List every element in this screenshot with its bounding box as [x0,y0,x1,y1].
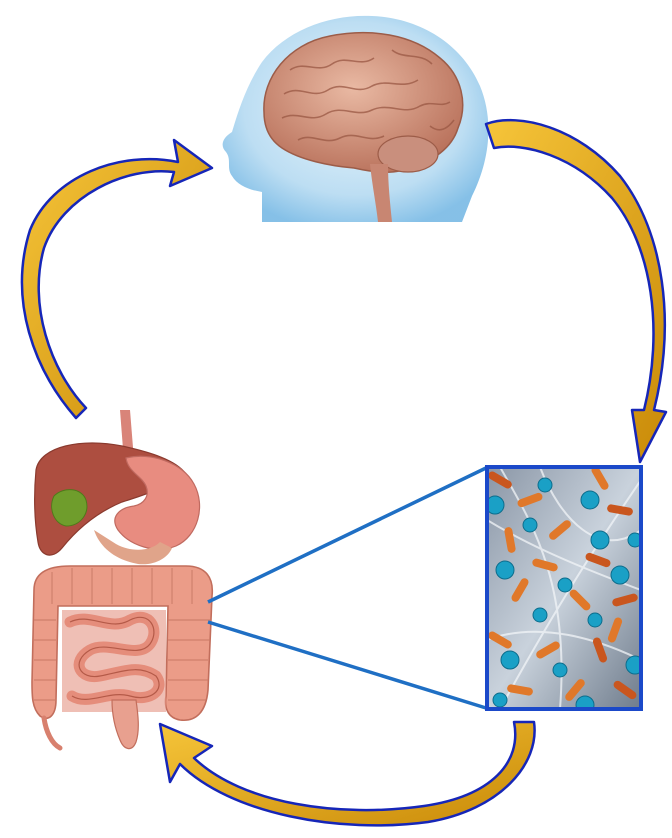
bacterium-coccus [558,578,572,592]
rectum [112,700,138,749]
bacterium-coccus [611,566,629,584]
brain-head-icon [223,16,489,222]
bacterium-coccus [581,491,599,509]
bacterium-coccus [493,693,507,707]
arrow-gut-to-brain [22,140,212,418]
bacterium-coccus [533,608,547,622]
connector-line-bottom [208,622,486,708]
bacterium-coccus [538,478,552,492]
bacterium-coccus [591,531,609,549]
small-intestine [62,610,166,712]
gut-bacteria-icon [486,465,644,714]
arrow-brain-to-microbiota [486,120,666,462]
appendix [44,718,60,748]
bacterium-coccus [576,696,594,714]
arrow-microbiota-to-gut [160,722,535,825]
bacterium-coccus [501,651,519,669]
bacterium-coccus [553,663,567,677]
bacterium-coccus [496,561,514,579]
bacterium-coccus [523,518,537,532]
digestive-system-icon [32,410,212,749]
bacterium-coccus [588,613,602,627]
connector-line-top [208,468,486,602]
zoom-connector [208,468,486,708]
